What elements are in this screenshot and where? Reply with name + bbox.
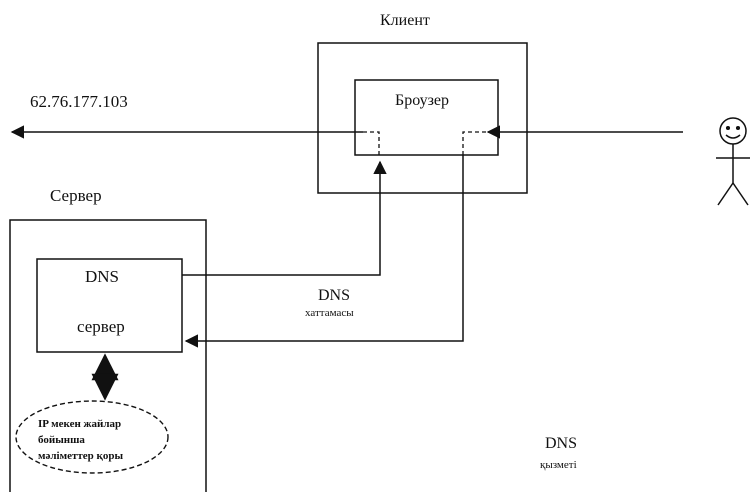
dns-server-label-line2: сервер — [77, 317, 125, 336]
browser-label: Броузер — [395, 92, 449, 109]
database-label-line2: бойынша — [38, 434, 85, 446]
dns-response-arrow — [182, 160, 387, 276]
database-label-line3: мәліметтер қоры — [38, 450, 124, 462]
database-ellipse — [15, 400, 169, 474]
ip-address-label: 62.76.177.103 — [30, 92, 128, 111]
client-box — [317, 42, 528, 194]
server-title: Сервер — [50, 186, 102, 205]
browser-left-port — [363, 131, 380, 155]
protocol-label-line1: DNS — [318, 287, 351, 304]
database-label-line1: IP мекен жайлар — [38, 418, 122, 430]
browser-box — [354, 79, 499, 156]
server-box — [9, 219, 207, 492]
dns-server-label-line1: DNS — [85, 267, 120, 286]
dns-server-box — [36, 258, 183, 353]
dns-request-arrow — [184, 155, 464, 348]
user-figure-icon — [716, 117, 750, 206]
browser-right-port — [462, 131, 486, 155]
service-label-line1: DNS — [545, 435, 578, 452]
service-label-line2: қызметі — [540, 459, 577, 471]
client-title: Клиент — [380, 12, 430, 29]
protocol-label-line2: хаттамасы — [305, 307, 354, 319]
